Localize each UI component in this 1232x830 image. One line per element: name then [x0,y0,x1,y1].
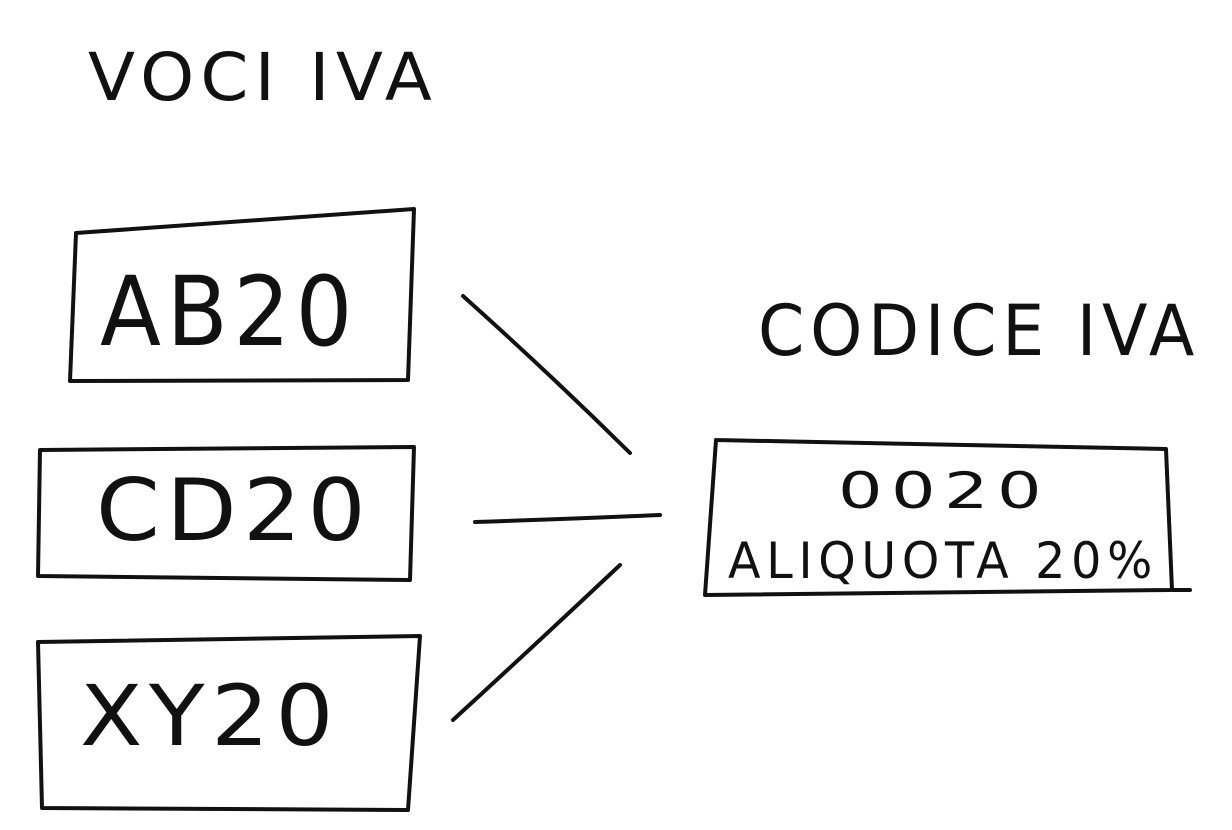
connector-xy20 [451,563,622,722]
voce-box-xy20: XY20 [36,634,422,812]
codice-box-border [703,438,1192,597]
voce-box-ab20: AB20 [68,207,416,383]
voce-box-cd20-border [36,445,416,582]
voce-box-xy20-border [36,634,422,812]
voce-box-ab20-border [68,207,416,383]
codice-code: 0020 [838,462,1050,520]
connector-ab20 [461,294,632,455]
voce-code-xy20: XY20 [80,667,340,765]
voci-iva-title: VOCI IVA [88,39,438,116]
voce-code-cd20: CD20 [96,461,372,561]
codice-box: 0020 ALIQUOTA 20% [703,438,1192,597]
connector-cd20 [473,513,662,524]
voce-code-ab20: AB20 [100,256,358,368]
voce-box-cd20: CD20 [36,445,416,582]
codice-description: ALIQUOTA 20% [728,532,1158,590]
codice-iva-title: CODICE IVA [758,290,1200,372]
